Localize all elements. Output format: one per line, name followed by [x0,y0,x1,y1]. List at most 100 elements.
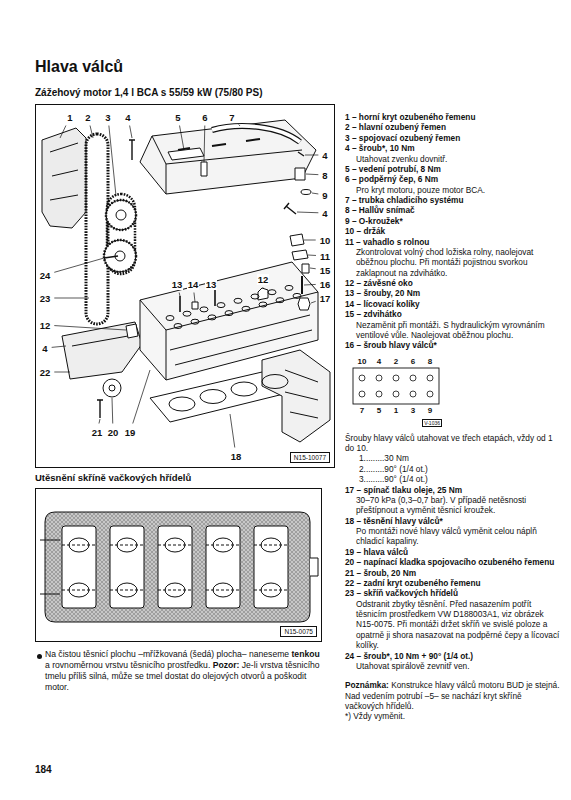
part-item: 3 – spojovací ozubený řemen [345,133,561,143]
bolt-order-number: 5 [372,406,386,415]
part-note: Šrouby hlavy válců utahovat ve třech eta… [345,433,561,454]
illustration-stroke [90,126,93,139]
part-item: 21 – šroub, 20 Nm [345,568,561,578]
part-note: 2.........90° (1/4 ot.) [345,464,561,474]
illustration-stroke [290,234,304,246]
callout-number: 8 [321,170,328,181]
callout-number: 13 [205,279,218,290]
figure-code: V-1036 [422,419,442,427]
illustration-stroke [254,526,288,608]
part-item: 22 – zadní kryt ozubeného řemenu [345,578,561,588]
callout-number: 14 [187,279,200,290]
illustration-stroke [310,558,318,576]
illustration-stroke [45,512,310,622]
illustration-stroke [306,174,318,176]
illustration-stroke [301,190,311,195]
illustration-stroke [62,322,142,379]
bolt-order-number: 6 [406,357,420,366]
part-item: 9 – O-kroužek* [345,216,561,226]
note-paragraph: Poznámka: Konstrukce hlavy válců motoru … [345,680,561,711]
part-item: 14 – lícovací kolíky [345,299,561,309]
part-item: 6 – podpěrný čep, 6 Nm [345,174,561,184]
callout-number: 5 [174,112,181,123]
illustration-stroke [129,140,135,160]
callout-number: 4 [124,112,131,123]
part-item: 4 – šroub*, 10 Nm [345,143,561,153]
illustration-stroke [410,375,416,381]
illustration-stroke [99,419,100,424]
part-note: *) Vždy vyměnit. [345,711,561,721]
illustration-stroke [204,126,206,163]
illustration-stroke [231,382,257,396]
part-note: Pro kryt motoru, pouze motor BCA. [345,185,561,195]
callout-number: 18 [230,451,243,462]
illustration-stroke [304,240,316,241]
illustration-stroke [254,545,288,590]
illustration-stroke [183,311,191,316]
illustration-stroke [62,526,288,608]
illustration-stroke [212,126,300,142]
callout-number: 4 [321,150,328,161]
callout-number: 15 [319,265,332,276]
illustration-stroke [168,148,204,160]
illustration-stroke [234,298,242,303]
section-subtitle: Zážehový motor 1,4 l BCA s 55/59 kW (75/… [35,87,263,98]
part-note: 3.........90° (1/4 ot.) [345,474,561,484]
illustration-stroke [106,200,136,230]
illustration-stroke [262,350,330,442]
part-note: Po montáži nové hlavy válců vyměnit celo… [345,526,561,547]
callout-number: 16 [319,279,332,290]
part-item: 15 – zdvihátko [345,309,561,319]
callout-number: 12 [257,274,270,285]
illustration-stroke [86,134,108,324]
bolt-sequence-box: 10426875139V-1036 [351,355,443,427]
illustration-stroke [359,375,365,381]
bullet-dot [37,654,42,659]
illustration-stroke [427,375,433,381]
bolt-order-number: 8 [423,357,437,366]
illustration-stroke [201,162,207,176]
part-note: Odstranit zbytky těsnění. Před nasazením… [345,599,561,651]
part-note: Nezaměnit při montáži. S hydraulickým vy… [345,320,561,341]
bolt-order-number: 9 [423,406,437,415]
part-item: 19 – hlava válců [345,547,561,557]
illustration-stroke [133,370,150,424]
note-label: Poznámka: [345,680,389,690]
illustration-stroke [259,302,267,307]
illustration-stroke [140,120,316,194]
illustration-stroke [109,385,115,391]
illustration-stroke [50,143,78,200]
illustration-stroke [40,512,318,622]
illustration-stroke [359,391,365,397]
callout-number: 20 [107,427,120,438]
figure-frame: N15-0075 [35,488,322,642]
illustration-stroke [60,126,66,139]
part-item: 18 – těsnění hlavy válců* [345,516,561,526]
callout-number: 22 [39,367,52,378]
part-note: 30–70 kPa (0,3–0,7 bar). V případě netěs… [345,495,561,516]
illustration-stroke [158,545,192,590]
callout-number: 4 [321,208,328,219]
illustration-stroke [376,391,382,397]
callout-number: 10 [319,235,332,246]
illustration-stroke [292,250,308,260]
illustration-stroke [40,540,60,594]
bolt-order-number: 4 [372,357,386,366]
callout-number: 13 [171,279,184,290]
illustration-stroke [310,268,316,270]
illustration-stroke [285,285,293,290]
illustration-stroke [304,284,316,286]
illustration-stroke [301,276,303,294]
illustration-stroke [393,391,399,397]
illustration-stroke [169,375,288,412]
illustration-stroke [410,391,416,397]
figure-code: N15-0075 [280,626,317,637]
callout-number: 6 [201,112,208,123]
bolt-order-number: 1 [389,406,403,415]
illustration-stroke [200,307,208,312]
illustration-stroke [97,400,103,418]
callout-number: 17 [319,293,332,304]
instruction-text: Pozor: [213,660,240,670]
illustration-stroke [239,124,240,126]
